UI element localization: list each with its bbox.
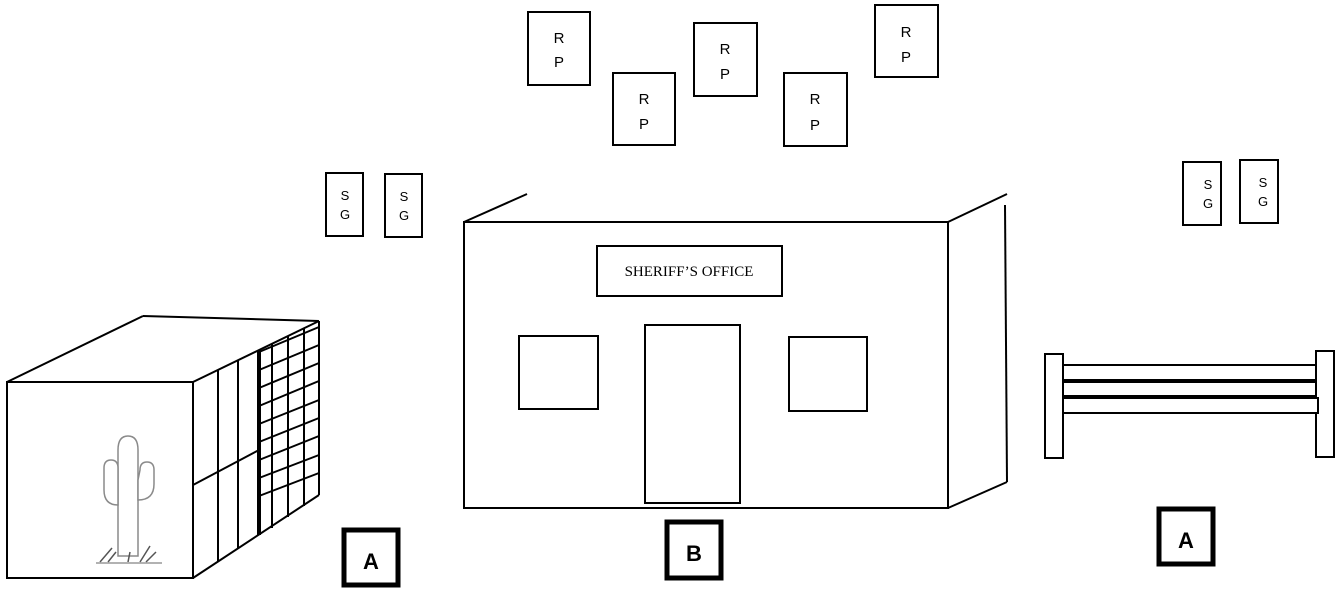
marker-label: B — [686, 541, 702, 566]
cactus-icon — [96, 435, 162, 564]
rp-token: R P — [527, 11, 591, 86]
office-sign — [596, 245, 783, 297]
door — [644, 324, 741, 504]
sg-token: S G — [384, 173, 423, 238]
sg-token-line2: G — [340, 207, 350, 222]
sg-token-line1: S — [400, 189, 409, 204]
window-right — [788, 336, 868, 412]
marker-label: A — [363, 549, 379, 574]
hitching-post-icon — [1044, 350, 1335, 459]
office-sign-text: SHERIFF’S OFFICE — [625, 264, 754, 280]
rp-token: R P — [612, 72, 676, 146]
sheriffs-office-building — [463, 193, 1008, 509]
window-left — [518, 335, 599, 410]
marker-a-right: A — [1156, 506, 1216, 567]
rp-token-line2: P — [639, 116, 649, 133]
sg-token-line2: G — [1203, 196, 1213, 211]
marker-a-left: A — [341, 527, 401, 588]
sg-token: S G — [325, 172, 364, 237]
sg-token: S G — [1239, 159, 1279, 224]
sg-token-line1: S — [1204, 177, 1213, 192]
sg-token-line1: S — [341, 188, 350, 203]
rp-token-line2: P — [901, 49, 911, 66]
marker-label: A — [1178, 528, 1194, 553]
rp-token-line2: P — [810, 117, 820, 134]
rp-token-line1: R — [720, 41, 731, 58]
rp-token: R P — [693, 22, 758, 97]
rp-token-line1: R — [554, 30, 565, 47]
rp-token-line1: R — [639, 91, 650, 108]
rp-token-line2: P — [720, 66, 730, 83]
sg-token: S G — [1182, 161, 1222, 226]
rp-token: R P — [783, 72, 848, 147]
sg-token-line2: G — [399, 208, 409, 223]
jail-cage-icon — [6, 315, 320, 579]
rp-token: R P — [874, 4, 939, 78]
rp-token-line1: R — [810, 91, 821, 108]
sg-token-line1: S — [1259, 175, 1268, 190]
marker-b-center: B — [664, 519, 724, 581]
rp-token-line1: R — [901, 24, 912, 41]
sg-token-line2: G — [1258, 194, 1268, 209]
rp-token-line2: P — [554, 54, 564, 71]
